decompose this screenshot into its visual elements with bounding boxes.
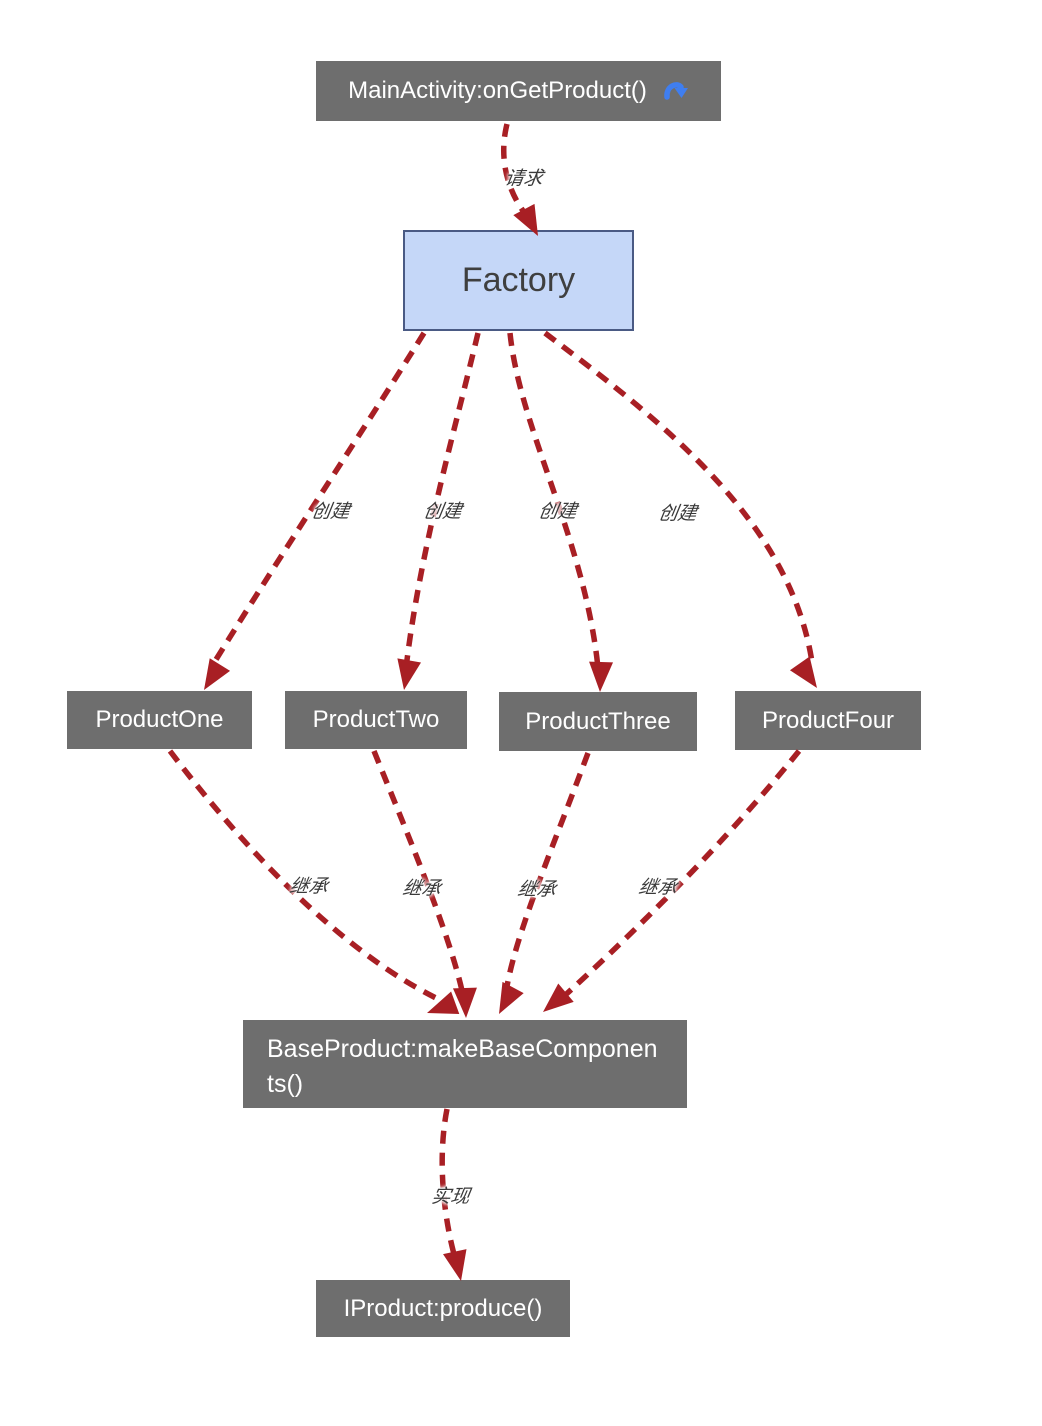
node-product-four: ProductFour (735, 691, 921, 750)
node-product-one-label: ProductOne (95, 706, 224, 733)
node-factory: Factory (403, 230, 634, 331)
node-iproduct-label: IProduct:produce() (343, 1294, 543, 1322)
node-product-two: ProductTwo (285, 691, 467, 749)
node-product-three: ProductThree (499, 692, 697, 751)
arrowhead-inherit-3 (499, 981, 524, 1014)
node-base-product: BaseProduct:makeBaseComponents() (243, 1020, 687, 1108)
node-base-product-label: BaseProduct:makeBaseComponents() (267, 1035, 658, 1098)
arrowhead-inherit-2 (452, 987, 477, 1018)
node-factory-label: Factory (461, 261, 576, 299)
edge-label-inherit-2: 继承 (401, 878, 443, 900)
node-main-activity: MainActivity:onGetProduct() (316, 61, 721, 121)
arrowhead-inherit-4 (543, 983, 574, 1012)
arrowhead-create-3 (589, 661, 614, 692)
arrowhead-create-4 (789, 656, 817, 688)
arrowhead-create-2 (397, 658, 422, 690)
node-iproduct: IProduct:produce() (316, 1280, 570, 1337)
edge-label-create-3: 创建 (537, 501, 579, 523)
arrowhead-implement (443, 1249, 467, 1281)
node-product-three-label: ProductThree (525, 707, 671, 735)
edge-label-request: 请求 (503, 168, 545, 190)
edge-label-create-2: 创建 (422, 501, 464, 523)
edge-label-inherit-4: 继承 (637, 877, 679, 899)
edge-create-4 (543, 330, 815, 663)
edge-label-inherit-3: 继承 (516, 879, 558, 901)
edge-label-inherit-1: 继承 (288, 876, 330, 898)
edge-label-create-4: 创建 (657, 503, 699, 525)
edge-inherit-3 (503, 752, 591, 993)
node-product-one: ProductOne (67, 691, 252, 749)
node-product-two-label: ProductTwo (312, 706, 440, 733)
curved-arrow-down-icon (661, 77, 689, 105)
node-product-four-label: ProductFour (761, 706, 895, 734)
edge-inherit-4 (560, 749, 802, 1001)
edge-label-implement: 实现 (430, 1186, 472, 1208)
node-main-activity-label: MainActivity:onGetProduct() (348, 77, 647, 104)
edge-label-create-1: 创建 (310, 501, 352, 523)
